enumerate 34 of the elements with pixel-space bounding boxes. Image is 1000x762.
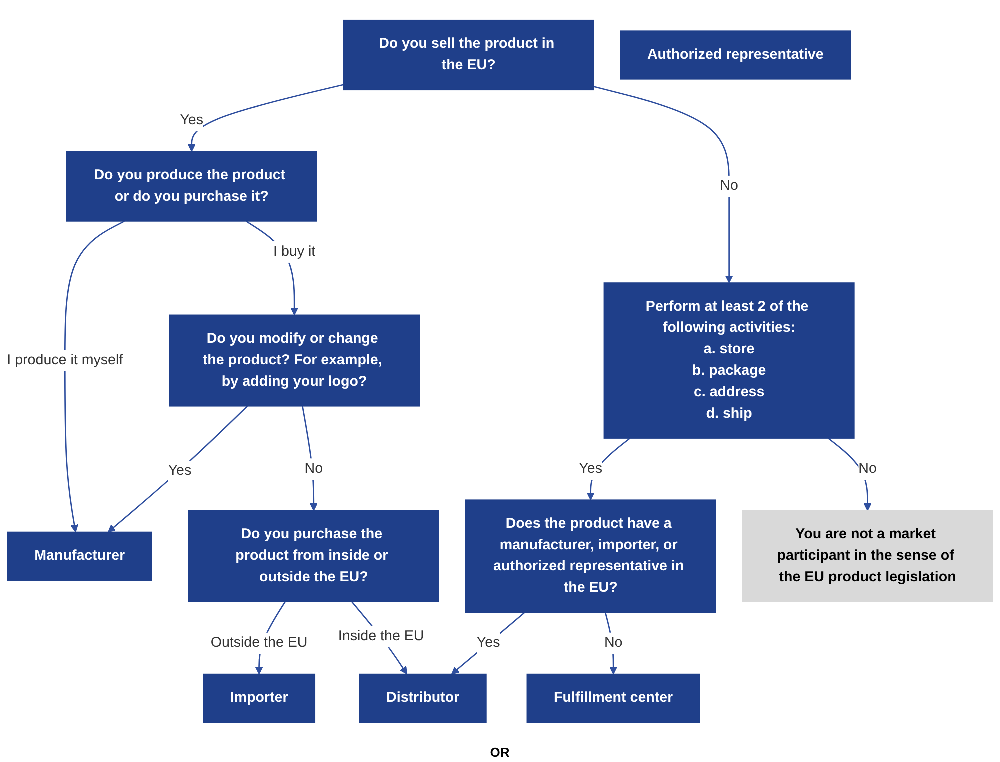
edge-label: Yes bbox=[168, 464, 192, 479]
node-box: Do you purchase the product from inside or outside the EU? bbox=[188, 510, 440, 602]
node-box: Do you produce the product or do you purchase it? bbox=[66, 151, 318, 222]
arrow bbox=[188, 84, 344, 152]
arrow bbox=[452, 612, 526, 675]
edge-label: Yes bbox=[579, 461, 603, 476]
node-box: Authorized representative bbox=[620, 30, 852, 80]
edge-label: Inside the EU bbox=[338, 628, 424, 644]
arrow bbox=[594, 86, 734, 284]
edge-label: I buy it bbox=[274, 244, 316, 260]
node-box: Importer bbox=[203, 674, 316, 724]
arrow bbox=[302, 406, 318, 512]
node-box: Manufacturer bbox=[7, 532, 152, 581]
arrow bbox=[64, 220, 125, 533]
edge-label: No bbox=[604, 635, 623, 651]
arrow bbox=[108, 406, 248, 533]
edge-label: No bbox=[858, 461, 877, 476]
node-box: Does the product have a manufacturer, importer, or authorized representative in the EU? bbox=[465, 500, 716, 614]
node-box: Fulfillment center bbox=[526, 674, 700, 724]
edge-label: Yes bbox=[476, 635, 500, 651]
node-box: Distributor bbox=[359, 674, 487, 724]
edge-label: No bbox=[304, 461, 324, 476]
node-box: Perform at least 2 of the following activities: a. store b. package c. address d. ship bbox=[604, 282, 855, 439]
edge-label: Outside the EU bbox=[210, 635, 308, 651]
arrow bbox=[828, 438, 872, 512]
edge-label: I produce it myself bbox=[7, 352, 124, 368]
arrow bbox=[604, 612, 618, 675]
node-box: You are not a market participant in the sense of the EU product legislation bbox=[742, 510, 994, 602]
arrow bbox=[586, 438, 631, 500]
edge-label: Yes bbox=[180, 112, 204, 128]
note-text: OR bbox=[490, 745, 510, 760]
node-box: Do you modify or change the product? For example, by adding your logo? bbox=[169, 314, 420, 407]
node-box: Do you sell the product in the EU? bbox=[343, 20, 594, 91]
edge-label: No bbox=[720, 178, 738, 194]
